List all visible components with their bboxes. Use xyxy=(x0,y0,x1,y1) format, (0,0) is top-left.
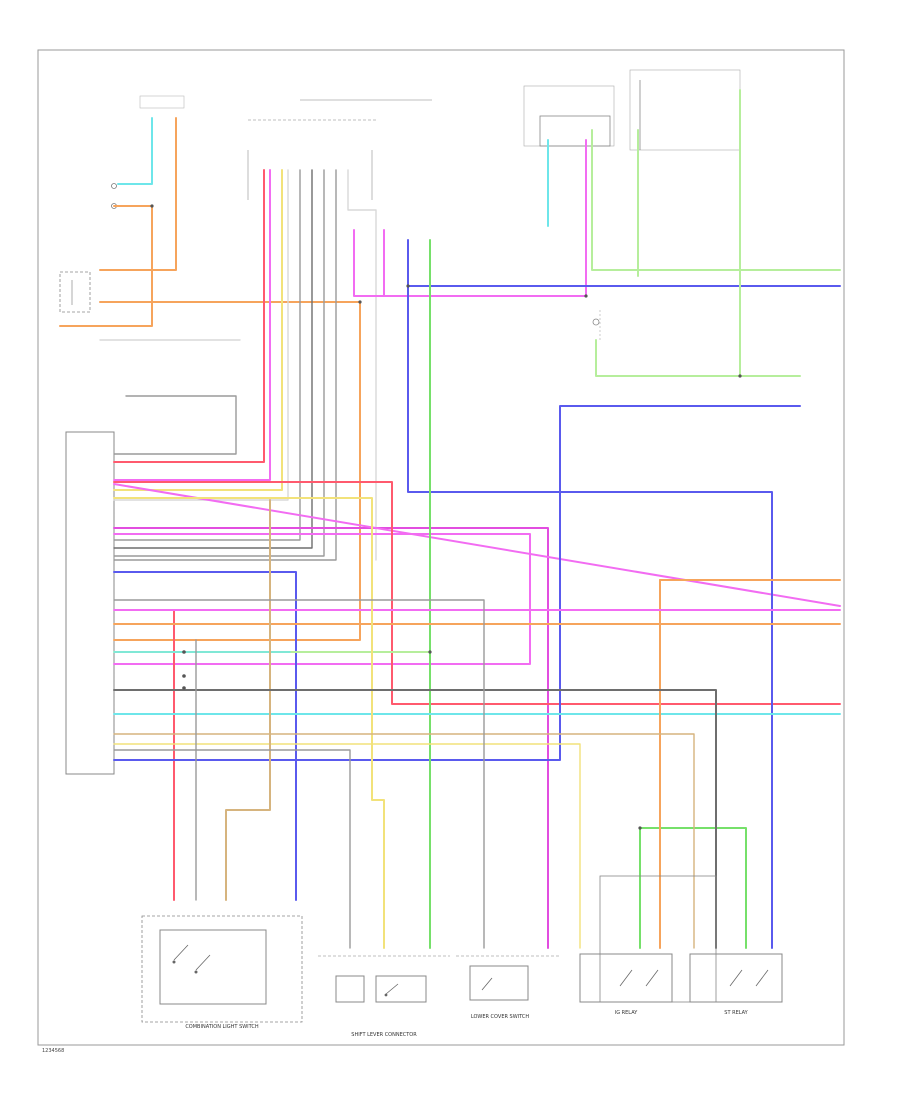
shift-lever-connector: SHIFT LEVER CONNECTOR xyxy=(318,955,450,1038)
lower-cover-switch-label: LOWER COVER SWITCH xyxy=(471,1014,530,1020)
top-center-connector xyxy=(247,99,432,200)
shift-lever-connector-label: SHIFT LEVER CONNECTOR xyxy=(351,1032,417,1038)
control-unit xyxy=(65,431,115,775)
wires xyxy=(59,89,841,949)
top-left-sensor xyxy=(111,95,185,209)
relay-2-label: ST RELAY xyxy=(724,1010,748,1016)
relay-2: ST RELAY xyxy=(689,953,783,1016)
top-right-unit xyxy=(523,69,741,340)
combination-light-switch-label: COMBINATION LIGHT SWITCH xyxy=(185,1024,259,1030)
left-side-unit xyxy=(59,271,91,313)
combination-light-switch: COMBINATION LIGHT SWITCH xyxy=(141,915,303,1030)
junction-dots xyxy=(150,204,742,830)
lower-cover-switch: LOWER COVER SWITCH xyxy=(456,955,560,1020)
relay-1-label: IG RELAY xyxy=(615,1010,639,1016)
footer-code: 1234568 xyxy=(42,1048,64,1054)
relay-1: IG RELAY xyxy=(579,875,717,1016)
diagram-border xyxy=(37,49,845,1046)
